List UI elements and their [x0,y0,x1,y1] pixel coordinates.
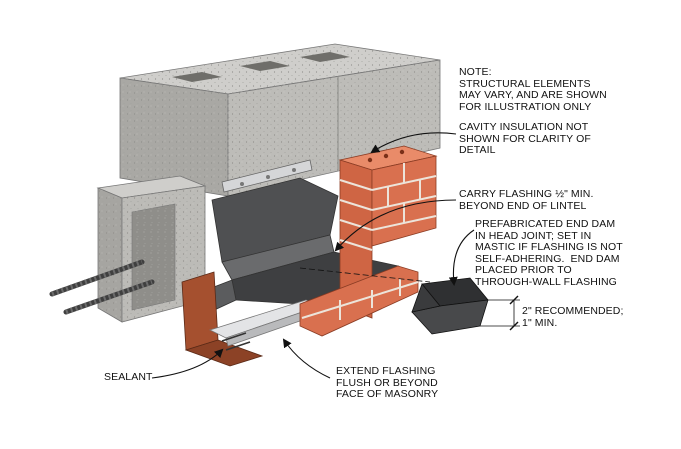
leader-extend-flashing [282,338,331,379]
leader-sealant [151,348,224,379]
note-sealant: SEALANT [104,371,153,383]
rebar [49,259,155,315]
note-carry-flashing: CARRY FLASHING ½" MIN. BEYOND END OF LIN… [459,188,594,212]
note-cavity-insulation: CAVITY INSULATION NOT SHOWN FOR CLARITY … [459,121,591,156]
note-end-dam: PREFABRICATED END DAM IN HEAD JOINT; SET… [475,218,623,288]
dimension-line [480,295,520,331]
leader-carry-flashing [334,199,457,252]
leader-end-dam [448,229,475,286]
brick-veneer [299,145,438,337]
lintel-end-reference-line [299,267,431,283]
note-structural-elements: NOTE: STRUCTURAL ELEMENTS MAY VARY, AND … [459,66,607,113]
note-dimension: 2" RECOMMENDED; 1" MIN. [522,305,624,329]
note-extend-flashing: EXTEND FLASHING FLUSH OR BEYOND FACE OF … [336,365,439,400]
end-dam [411,277,489,335]
concrete-block-upper [119,43,441,197]
leader-cavity-insulation [370,132,457,154]
steel-angle-lintel [181,271,264,367]
drip-edge [208,299,322,351]
termination-bar [221,159,313,193]
